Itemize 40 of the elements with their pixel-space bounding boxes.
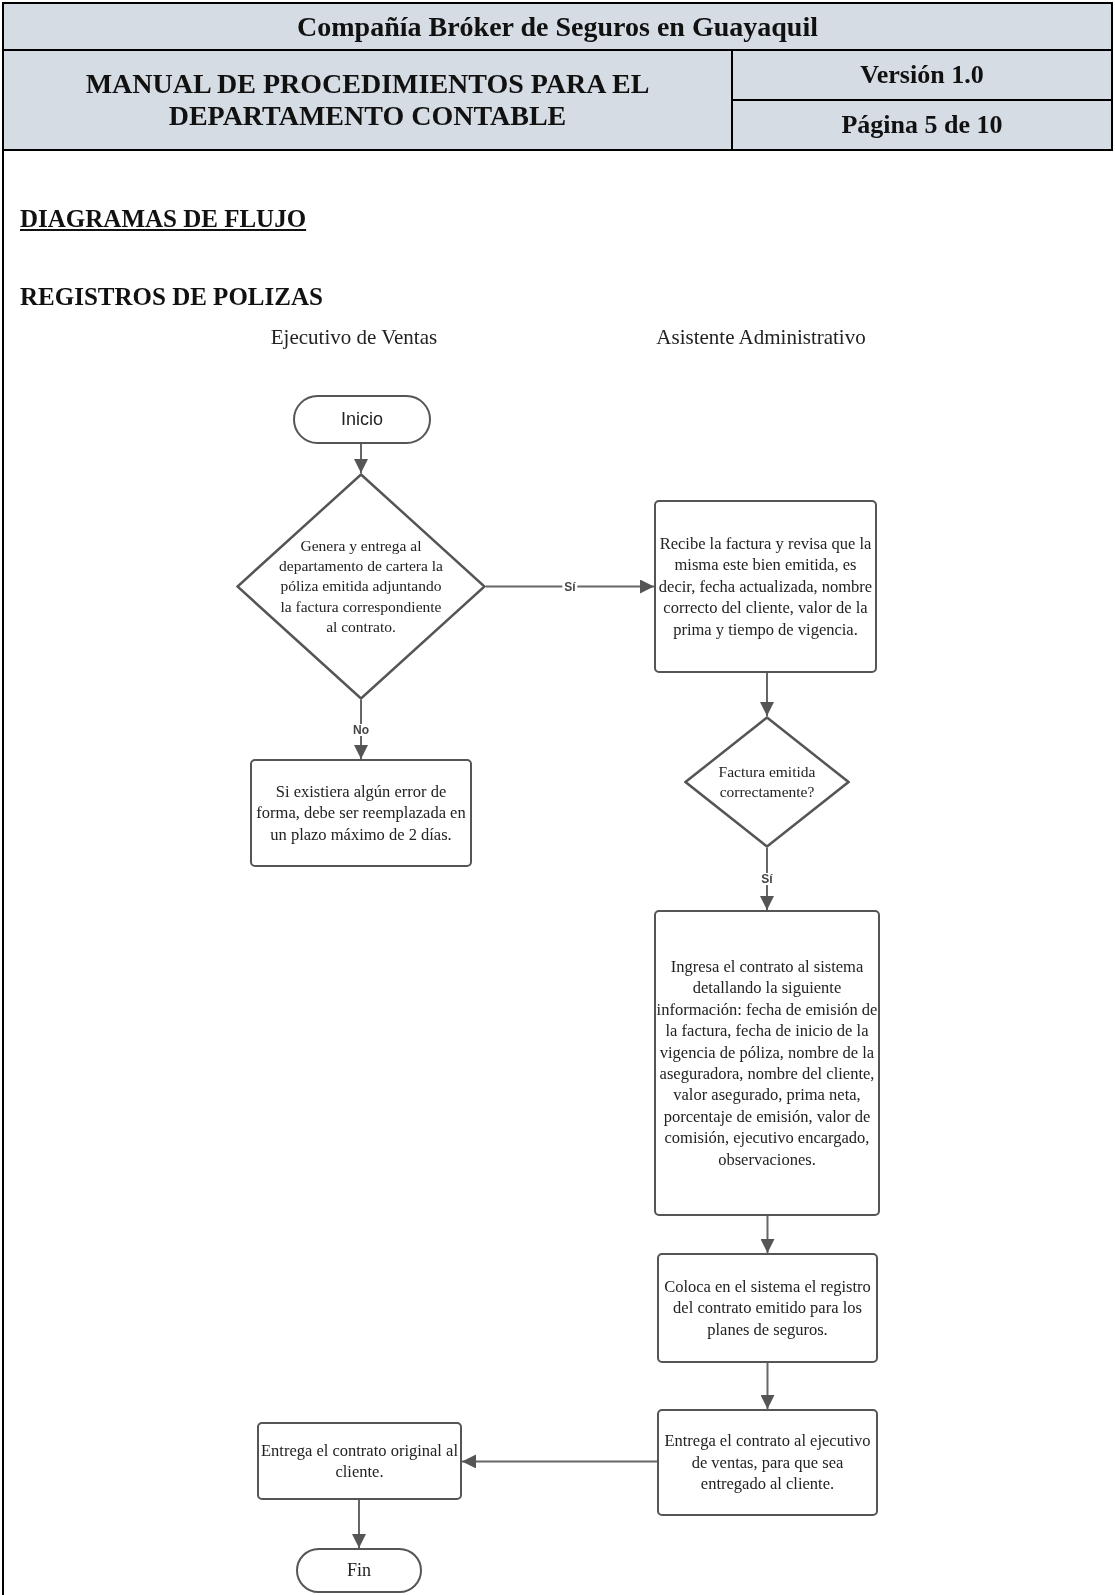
process-box	[654, 910, 880, 1216]
edge-label: No	[351, 723, 371, 736]
process-box	[657, 1253, 878, 1363]
arrow	[352, 1499, 366, 1549]
process-box	[657, 1409, 878, 1516]
arrow	[485, 579, 655, 594]
step-text: Ingresa el contrato al sistema detallando la siguiente información: fecha de emisión de la factura, fecha de inicio de la vigencia de póliza, nombre de la aseguradora, nombre del cliente, valor asegurado, prima neta, porcentaje de emisión, valor de comisión, ejecutivo encargado, observaciones.	[656, 955, 878, 1171]
section-heading: DIAGRAMAS DE FLUJO	[20, 205, 307, 233]
edge-label: Sí	[562, 580, 578, 593]
decision-diamond	[236, 473, 486, 700]
decision-diamond	[684, 716, 850, 848]
arrow	[760, 847, 774, 911]
step-text: Recibe la factura y revisa que la misma este bien emitida, es decir, fecha actualizada, nombre correcto del cliente, valor de la prima y tiempo de vigencia.	[657, 532, 874, 641]
version-text: Versión 1.0	[859, 60, 985, 90]
lane-header: Ejecutivo de Ventas	[269, 324, 439, 351]
edge-label: Sí	[759, 873, 775, 885]
arrow	[760, 1215, 775, 1254]
terminal-label: Fin	[347, 1558, 371, 1582]
arrow	[354, 443, 368, 474]
arrow	[760, 672, 774, 717]
arrow	[760, 1362, 775, 1410]
arrow	[354, 699, 368, 760]
step-text: Entrega el contrato original al cliente.	[260, 1439, 459, 1483]
step-text: Si existiera algún error de forma, debe ser reemplazada en un plazo máximo de 2 días.	[255, 780, 467, 846]
lane-header: Asistente Administrativo	[655, 324, 867, 351]
process-box	[250, 759, 472, 867]
terminal-shape	[293, 395, 431, 444]
step-text: Entrega el contrato al ejecutivo de ventas, para que sea entregado al cliente.	[663, 1430, 872, 1495]
subsection-heading: REGISTROS DE POLIZAS	[20, 283, 323, 311]
arrow	[461, 1454, 658, 1469]
terminal-label: Inicio	[341, 407, 383, 431]
terminal-shape	[296, 1548, 422, 1593]
process-box	[257, 1422, 462, 1500]
page-number: Página 5 de 10	[840, 110, 1004, 140]
step-text: Coloca en el sistema el registro del contrato emitido para los planes de seguros.	[663, 1275, 872, 1341]
decision-text: Factura emitida correctamente?	[717, 761, 817, 802]
header-title: Compañía Bróker de Seguros en Guayaquil	[296, 10, 819, 43]
decision-text: Genera y entrega al departamento de cartera la póliza emitida adjuntando la factura correspondiente al contrato.	[278, 536, 444, 637]
manual-title: MANUAL DE PROCEDIMIENTOS PARA EL DEPARTAMENTO CONTABLE	[84, 68, 651, 132]
process-box	[654, 500, 877, 673]
